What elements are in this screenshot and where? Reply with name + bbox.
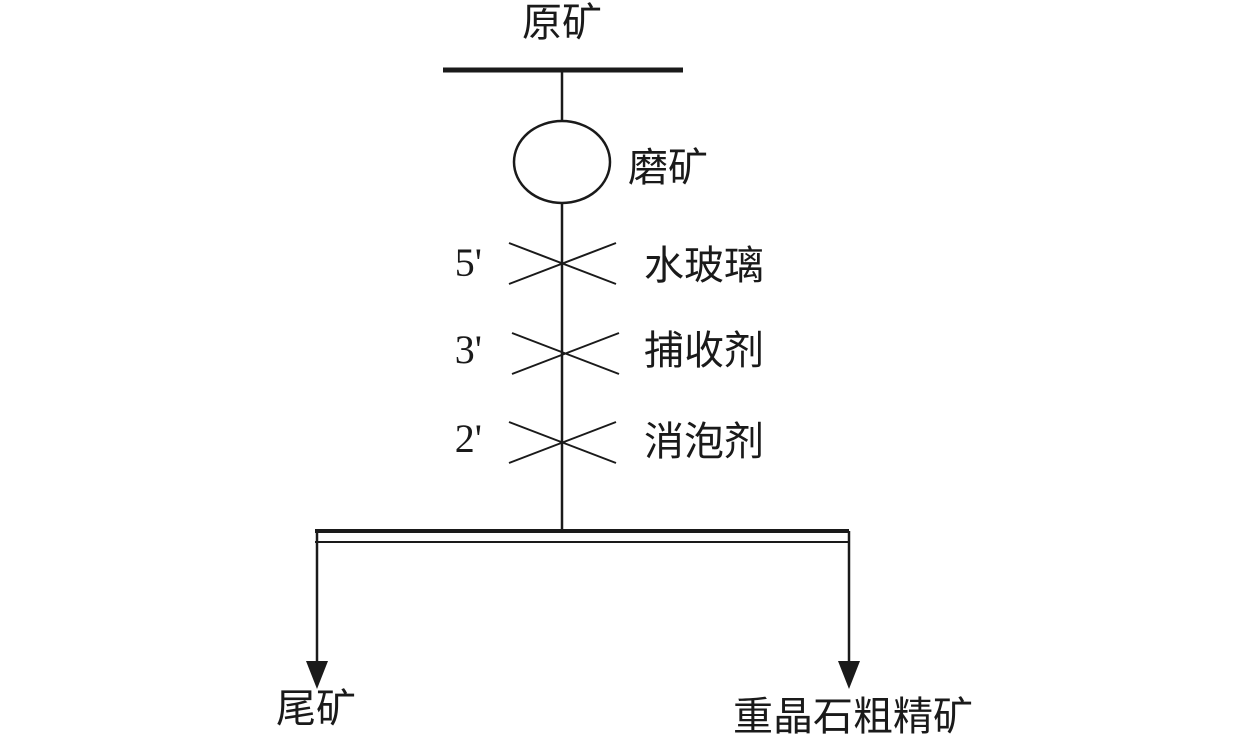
reagent-dose-label: 5' [455, 240, 482, 285]
reagent-name-label: 捕收剂 [644, 328, 764, 374]
concentrate-label: 重晶石粗精矿 [733, 694, 973, 738]
reagent-cross-stroke [511, 332, 620, 375]
reagent-cross-stroke [508, 242, 617, 285]
reagent-addition-2: 3' 捕收剂 [455, 327, 764, 375]
grinding-mill-symbol [512, 119, 612, 205]
feed-label: 原矿 [522, 0, 602, 46]
reagent-dose-label: 2' [455, 416, 482, 461]
concentrate-arrowhead [838, 661, 860, 689]
grinding-label: 磨矿 [628, 145, 708, 191]
reagent-cross-stroke [508, 421, 617, 464]
reagent-dose-label: 3' [455, 327, 482, 372]
reagent-name-label: 水玻璃 [644, 243, 764, 289]
tailings-label: 尾矿 [276, 686, 356, 732]
tailings-arrowhead [306, 661, 328, 689]
reagent-addition-3: 2' 消泡剂 [455, 416, 764, 465]
reagent-name-label: 消泡剂 [644, 419, 764, 465]
reagent-addition-1: 5' 水玻璃 [455, 240, 764, 289]
